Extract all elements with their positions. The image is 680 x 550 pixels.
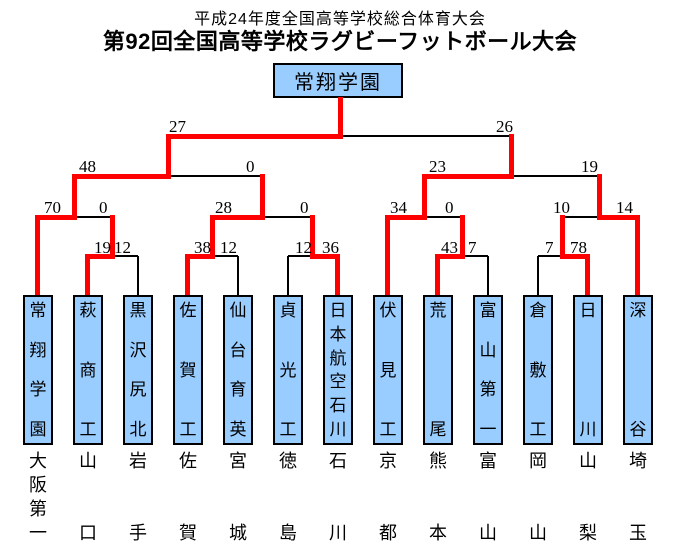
- semifinalist-4-connector: [597, 174, 602, 220]
- score-r1e-right: 78: [570, 238, 587, 257]
- score-r1b-left: 38: [194, 238, 211, 257]
- team-connector-sagako: [185, 254, 190, 295]
- team-connector-toyamadaiichi: [487, 256, 489, 295]
- prefecture-label: 熊本: [429, 451, 447, 543]
- semifinal-left-winner-path: [72, 174, 171, 179]
- prefecture-label: 石川: [329, 451, 347, 543]
- quarterfinal-1-winner-path: [35, 215, 77, 220]
- quarterfinal-3-winner-path: [385, 215, 427, 220]
- team-box-sagako: 佐賀工: [173, 295, 203, 445]
- team-box-sadamitsuko: 貞光工: [273, 295, 303, 445]
- prefecture-label: 山梨: [579, 451, 597, 543]
- team-connector-hagishoko: [85, 254, 90, 295]
- team-connector-hikawa: [585, 254, 590, 295]
- team-connector-nihonkokuishikawa: [335, 254, 340, 295]
- semifinal-right-winner-path: [422, 174, 514, 179]
- round1-a-winner-path: [85, 254, 115, 259]
- prefecture-label: 山口: [79, 451, 97, 543]
- score-qf4-right: 14: [616, 198, 633, 217]
- round1-b-advance-connector: [210, 215, 215, 259]
- prefecture-label: 岩手: [129, 451, 147, 543]
- team-box-fukaya: 深谷: [623, 295, 653, 445]
- score-r1d-left: 43: [441, 238, 458, 257]
- team-connector-joshogakuen: [35, 215, 40, 295]
- score-qf4-left: 10: [553, 198, 570, 217]
- tournament-title: 第92回全国高等学校ラグビーフットボール大会: [102, 29, 578, 54]
- team-box-joshogakuen: 常翔学園: [23, 295, 53, 445]
- team-connector-sadamitsuko: [287, 256, 289, 295]
- round1-e-advance-connector: [560, 215, 565, 259]
- team-box-arao: 荒尾: [423, 295, 453, 445]
- quarterfinal-4-winner-path: [597, 215, 640, 220]
- finalist-left-connector: [166, 134, 171, 179]
- semifinalist-2-connector: [260, 174, 265, 220]
- score-r1c-right: 36: [322, 238, 339, 257]
- score-final-right: 26: [496, 117, 513, 136]
- score-r1b-right: 12: [220, 238, 237, 257]
- score-qf1-left: 70: [44, 198, 61, 217]
- score-sf1-right: 0: [246, 157, 255, 176]
- team-connector-arao: [435, 254, 440, 295]
- round1-d-winner-path: [435, 254, 465, 259]
- team-box-toyamadaiichi: 富山第一: [473, 295, 503, 445]
- final-winner-path: [166, 134, 343, 139]
- champion-box: 常翔学園: [273, 63, 403, 98]
- score-qf2-left: 28: [215, 198, 232, 217]
- prefecture-label: 京都: [379, 451, 397, 543]
- team-box-fushimiko: 伏見工: [373, 295, 403, 445]
- prefecture-label: 大阪第一: [29, 451, 47, 543]
- round1-d-advance-connector: [460, 215, 465, 259]
- prefecture-label: 埼玉: [629, 451, 647, 543]
- score-r1c-left: 12: [295, 238, 312, 257]
- round1-e-winner-path: [560, 254, 590, 259]
- team-connector-kurosawajirikita: [137, 256, 139, 295]
- prefecture-label: 岡山: [529, 451, 547, 543]
- team-box-hagishoko: 萩商工: [73, 295, 103, 445]
- team-connector-kurashikiko: [537, 256, 539, 295]
- round1-b-winner-path: [185, 254, 215, 259]
- round1-c-advance-connector: [310, 215, 315, 259]
- champion-connector: [338, 97, 343, 139]
- finalist-right-connector: [509, 134, 514, 179]
- score-qf2-right: 0: [300, 198, 309, 217]
- semifinalist-1-connector: [72, 174, 77, 220]
- semifinalist-3-connector: [422, 174, 427, 220]
- round1-a-advance-connector: [110, 215, 115, 259]
- score-r1d-right: 7: [468, 238, 477, 257]
- prefecture-label: 佐賀: [179, 451, 197, 543]
- round1-c-winner-path: [310, 254, 340, 259]
- team-connector-fushimiko: [385, 215, 390, 295]
- score-sf1-left: 48: [79, 157, 96, 176]
- score-r1a-right: 12: [114, 238, 131, 257]
- tournament-subtitle: 平成24年度全国高等学校総合体育大会: [194, 11, 486, 28]
- team-box-kurosawajirikita: 黒沢尻北: [123, 295, 153, 445]
- prefecture-label: 宮城: [229, 451, 247, 543]
- score-r1a-left: 19: [94, 238, 111, 257]
- prefecture-label: 徳島: [279, 451, 297, 543]
- team-box-nihonkokuishikawa: 日本航空石川: [323, 295, 353, 445]
- team-connector-fukaya: [635, 215, 640, 295]
- team-connector-sendaiikuei: [237, 256, 239, 295]
- score-qf3-left: 34: [390, 198, 407, 217]
- team-box-sendaiikuei: 仙台育英: [223, 295, 253, 445]
- score-sf2-right: 19: [581, 157, 598, 176]
- score-qf3-right: 0: [445, 198, 454, 217]
- score-qf1-right: 0: [99, 198, 108, 217]
- quarterfinal-2-winner-path: [210, 215, 265, 220]
- team-box-kurashikiko: 倉敷工: [523, 295, 553, 445]
- prefecture-label: 富山: [479, 451, 497, 543]
- team-box-hikawa: 日川: [573, 295, 603, 445]
- score-sf2-left: 23: [429, 157, 446, 176]
- champion-name: 常翔学園: [294, 72, 382, 94]
- score-final-left: 27: [169, 117, 186, 136]
- score-r1e-left: 7: [545, 238, 554, 257]
